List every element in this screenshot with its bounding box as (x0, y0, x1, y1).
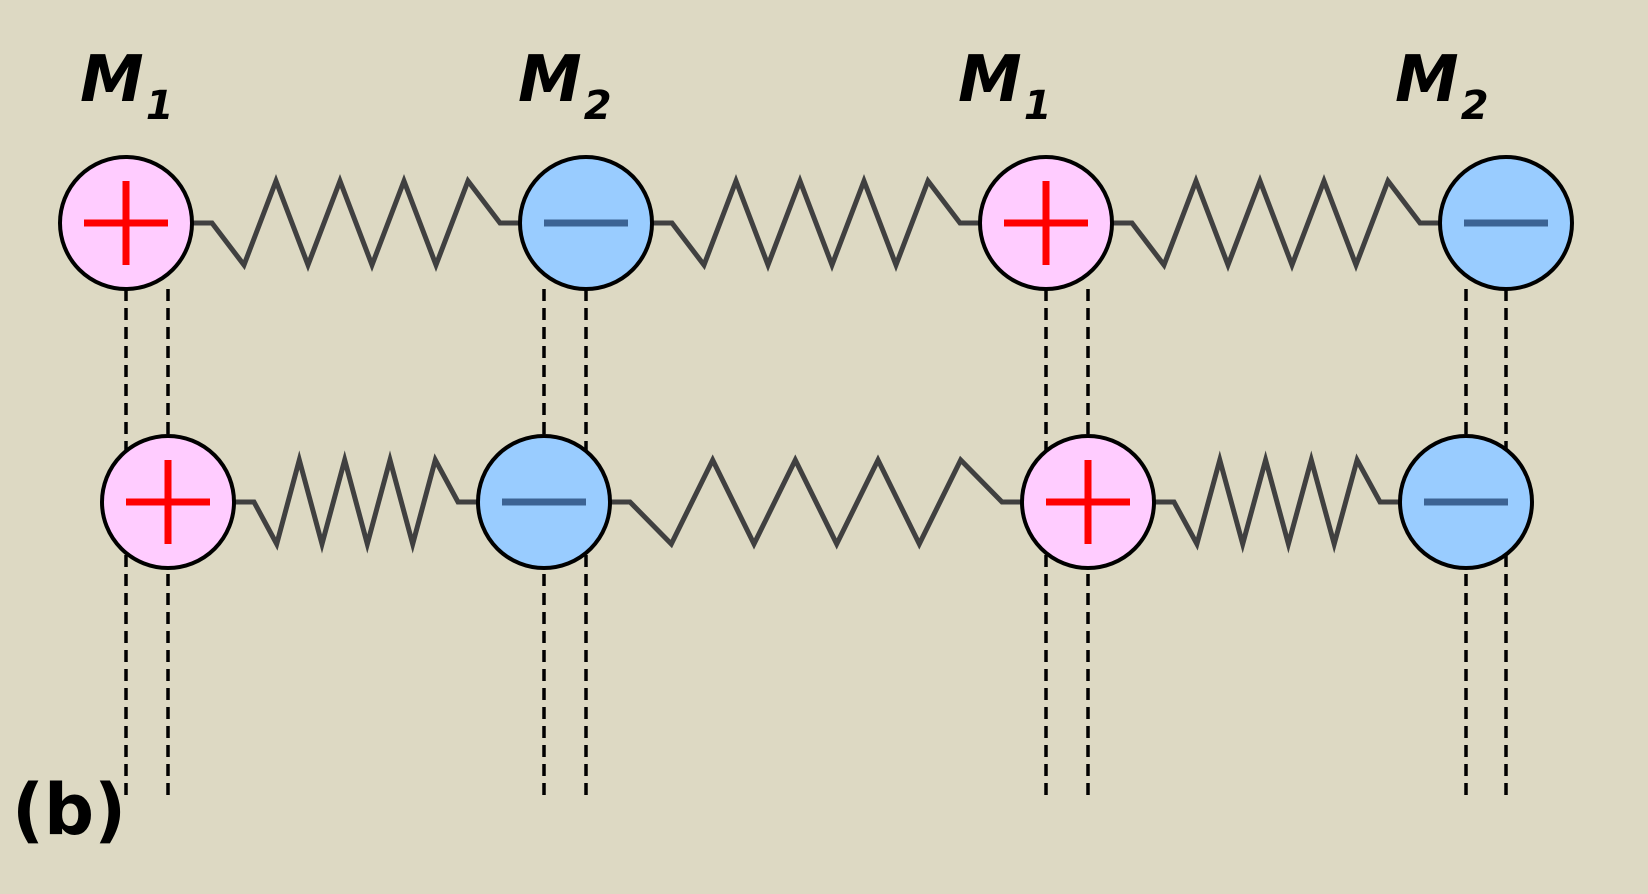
mass-label-m2-second: M2 (1395, 43, 1489, 129)
mass-label-m1-second: M1 (958, 43, 1052, 129)
upper-spring-2 (652, 173, 980, 273)
mass-label-m2-first: M2 (518, 43, 612, 129)
lower-spring-3 (1154, 450, 1400, 554)
upper-spring-3 (1112, 173, 1440, 273)
panel-label: (b) (12, 769, 127, 851)
mass-label-m1-first: M1 (80, 43, 174, 129)
lower-spring-2 (610, 454, 1022, 550)
lower-spring-1 (234, 450, 478, 554)
upper-spring-1 (192, 173, 520, 273)
